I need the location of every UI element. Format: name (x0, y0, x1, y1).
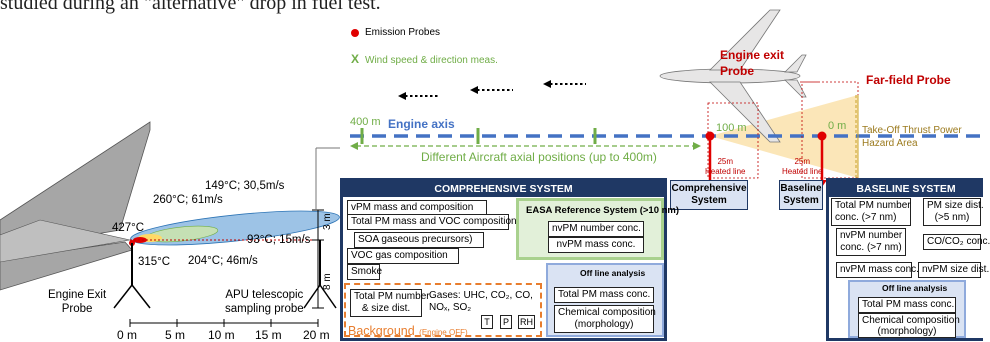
base-nvpm-size: nvPM size dist. (918, 262, 989, 278)
motion-arrows (405, 83, 586, 97)
temp-427: 427°C (112, 222, 145, 234)
x-tick-20: 20 m (303, 328, 330, 342)
temp-260: 260°C; 61m/s (153, 194, 223, 206)
comp-offline-pm-mass: Total PM mass conc. (554, 287, 654, 303)
comp-item-2: Total PM mass and VOC composition (347, 214, 517, 230)
base-nvpm-mass: nvPM mass conc. (836, 262, 919, 278)
base-offline-pm-mass: Total PM mass conc. (858, 297, 956, 313)
easa-nvpm-mass: nvPM mass conc. (548, 237, 644, 253)
dist-400: 400 m (350, 116, 381, 128)
base-pm-size: PM size dist.(>5 nm) (923, 198, 984, 226)
background-title: Background (Engine OFF) (348, 324, 468, 338)
dist-100: 100 m (716, 122, 747, 134)
temp-204: 204°C; 46m/s (188, 255, 258, 267)
height-8m: 8 m (322, 273, 333, 290)
easa-nvpm-number: nvPM number conc. (548, 221, 644, 237)
background-box (344, 283, 542, 337)
comp-item-3: SOA gaseous precursors) (354, 232, 484, 248)
temp-149: 149°C; 30,5m/s (205, 180, 285, 192)
base-offline-chem: Chemical composition(morphology) (858, 313, 960, 338)
bg-rh: RH (518, 315, 535, 329)
legend-wind-marker: X (351, 52, 360, 66)
layout-schematic (350, 9, 983, 187)
far-field-probe-title: Far-field Probe (866, 73, 951, 87)
plume-figure (0, 121, 340, 327)
aircraft-icon (659, 9, 807, 143)
bg-pm-number: Total PM number& size dist. (350, 289, 430, 317)
x-tick-15: 15 m (255, 328, 282, 342)
comp-item-4: VOC gas composition (347, 248, 459, 264)
aircraft-tail (0, 121, 151, 251)
comp-offline-chem: Chemical composition(morphology) (554, 305, 656, 333)
base-co: CO/CO₂ conc. (923, 234, 990, 250)
easa-title: EASA Reference System (>10 nm) (526, 205, 680, 216)
x-tick-5: 5 m (165, 328, 186, 342)
comp-item-5: Smoke (347, 264, 382, 280)
temp-93: 93°C; 15m/s (247, 234, 311, 246)
dist-0: 0 m (828, 120, 847, 132)
height-3m: 3 m (322, 213, 333, 230)
caption-text: studied during an "alternative" drop in … (0, 0, 381, 14)
legend-emission-probes: Emission Probes (365, 27, 441, 38)
bg-p: P (500, 315, 512, 329)
bg-gases: Gases: UHC, CO₂, CO,NOₓ, SO₂ (429, 290, 533, 313)
base-offline-title: Off line analysis (882, 283, 948, 293)
engine-axis-label: Engine axis (388, 117, 455, 131)
comprehensive-title: COMPREHENSIVE SYSTEM (343, 181, 664, 197)
axial-positions-label: Different Aircraft axial positions (up t… (421, 150, 657, 164)
legend-wind: Wind speed & direction meas. (365, 55, 498, 66)
comp-offline-title: Off line analysis (580, 268, 646, 278)
x-tick-0: 0 m (117, 328, 138, 342)
baseline-title: BASELINE SYSTEM (829, 181, 983, 197)
bg-t: T (481, 315, 493, 329)
x-tick-10: 10 m (208, 328, 235, 342)
temp-315: 315°C (138, 256, 171, 268)
